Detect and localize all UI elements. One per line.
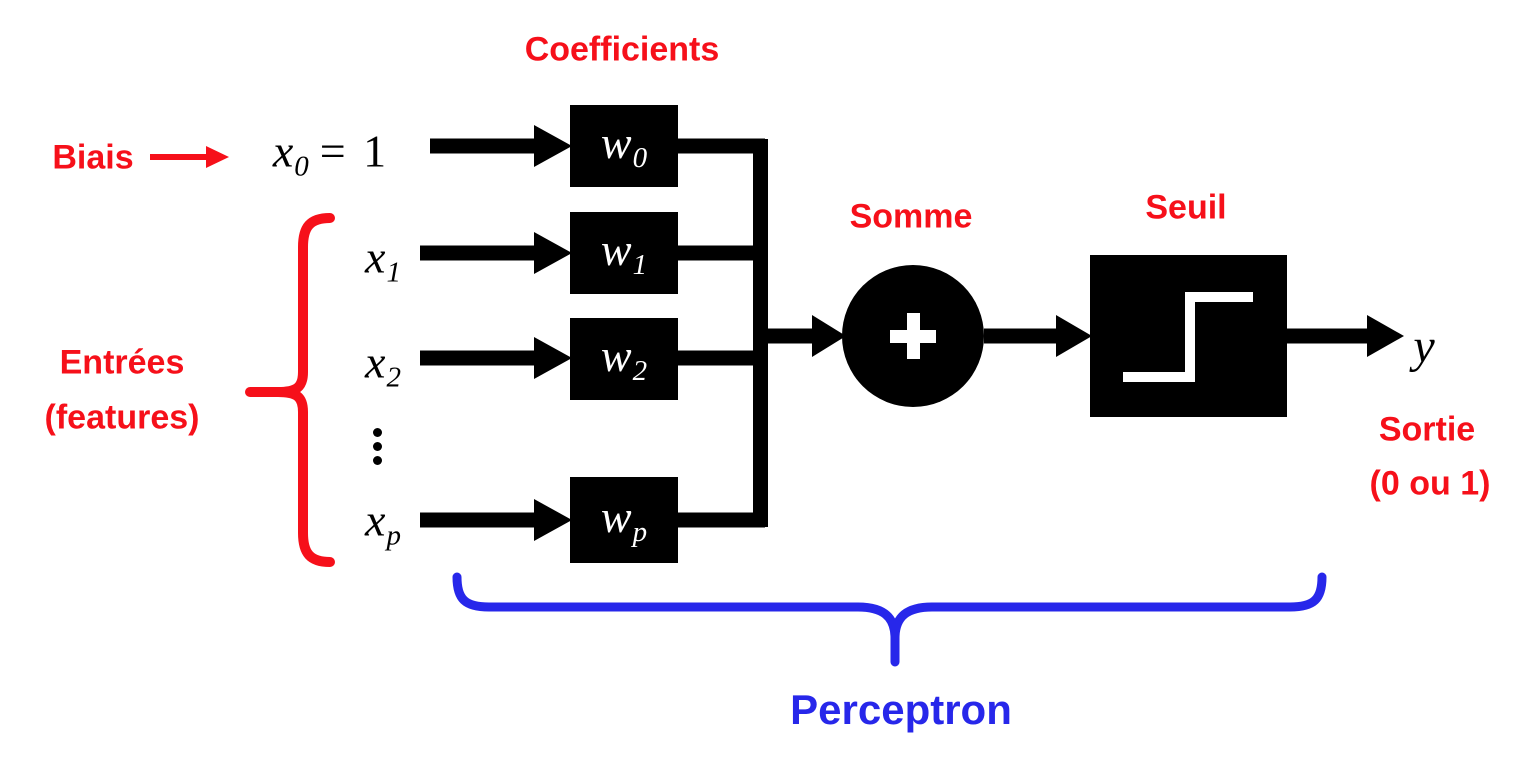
weight-label-w1: w1 <box>600 223 648 281</box>
threshold-box <box>1090 255 1287 417</box>
output-range-label: (0 ou 1) <box>1369 464 1491 503</box>
weight-label-w0: w0 <box>600 116 648 174</box>
bias-input-value: x0 = 1 <box>272 125 390 183</box>
bias-input-sub: 0 <box>294 150 309 183</box>
input-x2: x2 <box>365 336 401 394</box>
perceptron-brace <box>452 572 1327 667</box>
weight-label-w2: w2 <box>600 329 648 387</box>
bias-input-base: x <box>272 125 294 177</box>
weight-box-w1: w1 <box>570 212 678 294</box>
weight-box-w2: w2 <box>570 318 678 400</box>
input-x1: x1 <box>365 231 401 289</box>
bias-arrowhead-icon <box>206 146 229 168</box>
weight-label-wp: wp <box>600 490 648 548</box>
weight-box-wp: wp <box>570 477 678 563</box>
sum-node <box>842 265 984 407</box>
inputs-sublabel: (features) <box>44 398 200 437</box>
input-arrowhead-x1 <box>534 232 572 274</box>
coefficients-label: Coefficients <box>524 30 720 69</box>
bias-label: Biais <box>52 138 134 177</box>
input-arrowhead-x0 <box>534 125 572 167</box>
bias-input-rest: = 1 <box>319 125 390 177</box>
output-arrowhead <box>1367 315 1404 357</box>
perceptron-label: Perceptron <box>790 685 1012 733</box>
output-variable: y <box>1413 320 1435 373</box>
threshold-input-arrowhead <box>1056 315 1092 357</box>
weight-box-w0: w0 <box>570 105 678 187</box>
sum-input-arrowhead <box>812 315 846 357</box>
input-arrowhead-xp <box>534 499 572 541</box>
input-xp: xp <box>365 494 401 552</box>
output-label: Sortie <box>1378 410 1476 449</box>
threshold-label: Seuil <box>1145 188 1227 227</box>
sum-label: Somme <box>849 197 973 236</box>
plus-icon <box>890 313 936 359</box>
vertical-ellipsis-icon <box>373 428 382 465</box>
step-function-icon <box>1123 292 1253 382</box>
input-arrowhead-x2 <box>534 337 572 379</box>
inputs-brace <box>245 213 335 567</box>
inputs-label: Entrées <box>59 343 185 382</box>
